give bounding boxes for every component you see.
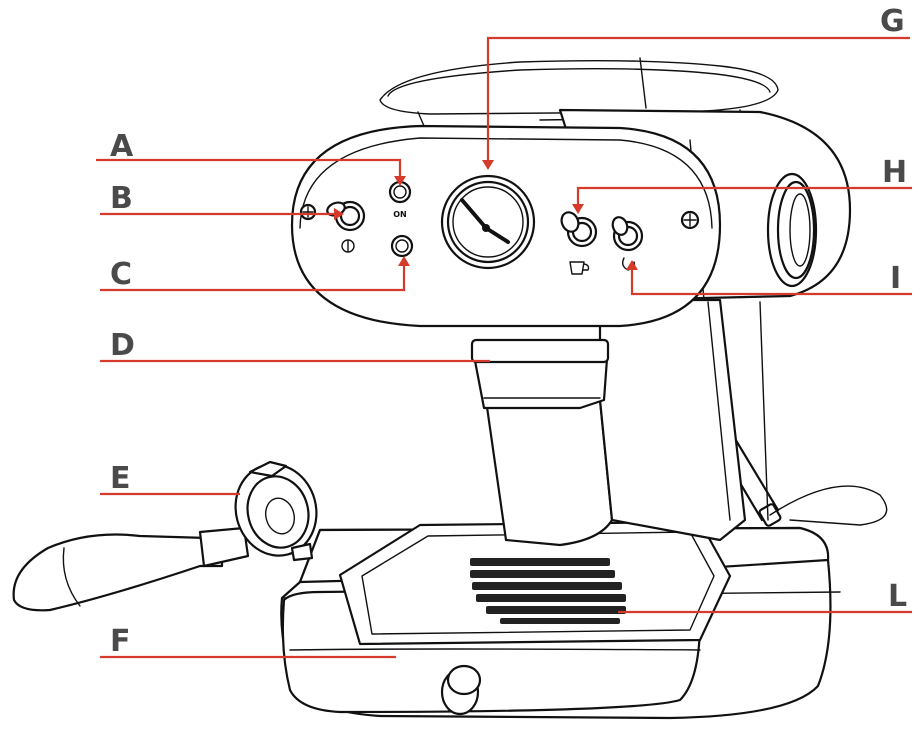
machine-column — [484, 298, 769, 547]
callout-a: A — [110, 129, 134, 164]
leader-i — [626, 260, 912, 296]
coffee-switch — [560, 211, 598, 275]
drip-tray-grate — [338, 520, 732, 646]
steam-switch — [611, 216, 644, 271]
cup-icon — [569, 261, 590, 275]
callout-b: B — [110, 181, 133, 216]
callout-labels: A B C D E F G H I L — [110, 4, 907, 659]
callout-i: I — [890, 261, 901, 296]
power-indicator-light: ON — [388, 180, 412, 219]
leader-h — [572, 186, 912, 214]
callout-d: D — [110, 328, 135, 363]
main-switch — [326, 200, 366, 253]
callout-f: F — [110, 624, 131, 659]
leader-c — [100, 256, 410, 292]
callout-l: L — [888, 579, 907, 614]
callout-h: H — [882, 155, 907, 190]
callout-g: G — [880, 4, 905, 39]
ready-indicator-light — [390, 234, 414, 258]
drawer-knob — [440, 664, 482, 716]
callout-c: C — [110, 257, 132, 292]
on-indicator-text: ON — [393, 210, 407, 219]
leader-lines — [96, 36, 912, 659]
filter-holder — [12, 460, 318, 612]
callout-e: E — [110, 461, 131, 496]
leader-b — [100, 208, 344, 220]
side-knob — [766, 172, 818, 288]
leader-a — [96, 158, 406, 186]
brew-group — [470, 338, 610, 410]
leader-g — [482, 36, 910, 170]
pressure-gauge — [440, 174, 536, 270]
